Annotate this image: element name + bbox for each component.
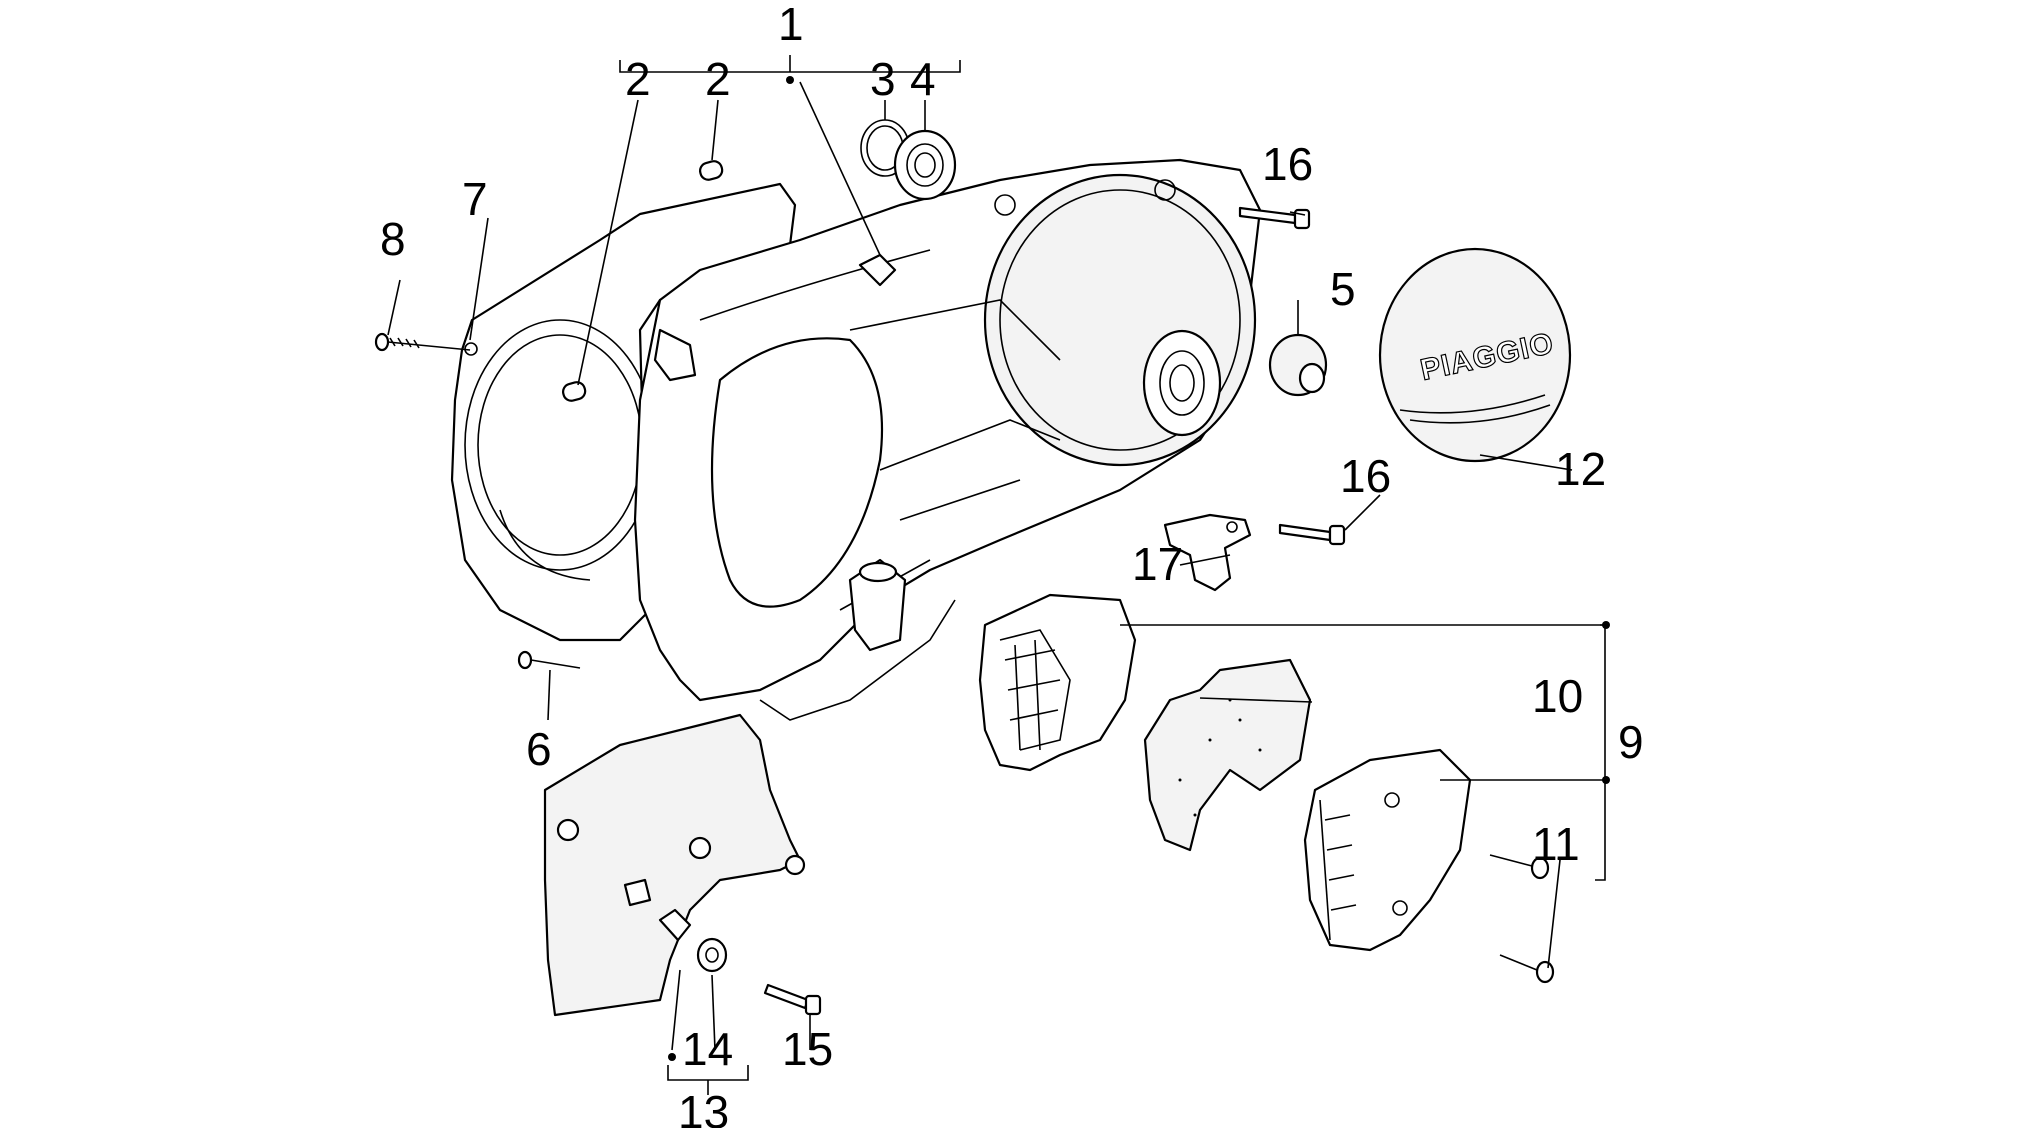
callout-2-left: 2 [625, 53, 651, 105]
callout-4: 4 [910, 53, 936, 105]
callout-2-right: 2 [705, 53, 731, 105]
screw-11-upper [1489, 854, 1550, 880]
callout-17: 17 [1132, 538, 1183, 590]
bolt-15 [763, 983, 822, 1016]
clip-bracket-part [1163, 513, 1252, 592]
intake-cover-part [1303, 748, 1472, 952]
callout-5: 5 [1330, 263, 1356, 315]
callout-3: 3 [870, 53, 896, 105]
air-filter-sponge-part [1143, 658, 1312, 852]
bolt-16-upper [1238, 206, 1311, 230]
lower-guard-part [543, 713, 806, 1017]
callout-11: 11 [1532, 818, 1580, 870]
cover-cap-part: PIAGGIO [1378, 247, 1572, 463]
dowel-pin-part [562, 160, 724, 402]
callout-13: 13 [678, 1086, 729, 1128]
gasket-plate-part [450, 182, 797, 642]
callout-8: 8 [380, 213, 406, 265]
air-intake-housing-part [978, 593, 1137, 772]
callout-12: 12 [1555, 443, 1606, 495]
callout-6: 6 [526, 723, 552, 775]
callout-1: 1 [778, 0, 804, 50]
callout-14: 14 [682, 1023, 733, 1075]
callout-16-lower: 16 [1340, 450, 1391, 502]
callout-10: 10 [1532, 670, 1583, 722]
screw-11-lower [1499, 954, 1555, 984]
bearing-part [893, 129, 957, 201]
callout-9: 9 [1618, 716, 1644, 768]
bushing-part [1268, 333, 1328, 397]
variator-cover-part [633, 158, 1262, 721]
screw-6 [517, 650, 581, 670]
bolt-16-lower [1278, 523, 1346, 546]
spacer-14 [696, 937, 728, 973]
callout-16-upper: 16 [1262, 138, 1313, 190]
callout-15: 15 [782, 1023, 833, 1075]
callout-7: 7 [462, 173, 488, 225]
screw-8 [374, 332, 471, 352]
leader-lines [387, 55, 1610, 1095]
